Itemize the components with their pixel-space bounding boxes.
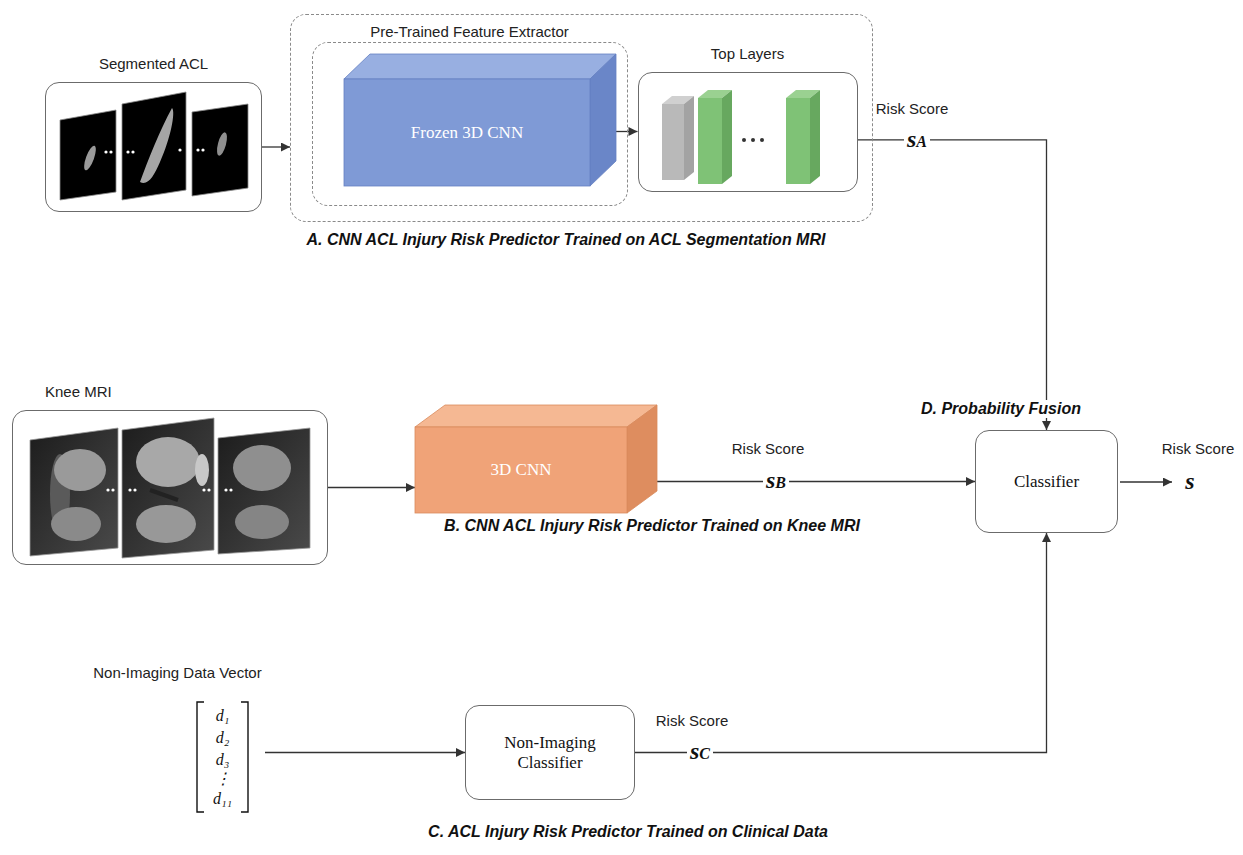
acl-slices-part xyxy=(201,148,204,151)
cube-shape xyxy=(415,405,657,513)
connector-arrow xyxy=(328,487,415,488)
cube-face xyxy=(344,54,616,79)
acl-slices-part xyxy=(215,131,229,156)
top-layer-blocks xyxy=(662,90,820,184)
knee-mri-slices-part xyxy=(54,449,106,491)
knee-mri-slices-part xyxy=(136,505,196,543)
score-symbol: s xyxy=(1182,466,1197,497)
top-layer-blocks-part xyxy=(722,90,732,184)
top-layer-blocks-part xyxy=(760,138,764,142)
box-label: Non-Imaging Classifier xyxy=(466,706,634,799)
top-layer-blocks-part xyxy=(810,90,820,184)
section-caption: C. ACL Injury Risk Predictor Trained on … xyxy=(428,823,828,841)
bracket-shape xyxy=(90,662,265,814)
cube-face xyxy=(415,405,657,427)
vector-heading: Non-Imaging Data Vector xyxy=(93,664,261,681)
acl-slices-part xyxy=(192,104,248,196)
panel-heading: Segmented ACL xyxy=(46,55,261,72)
cube-face xyxy=(344,79,590,186)
vector-entry: d₂ xyxy=(202,728,243,748)
acl-slices-part xyxy=(178,148,181,151)
knee-mri-slices-part xyxy=(229,488,232,491)
acl-slices-part xyxy=(60,110,116,200)
knee-mri-slices-part xyxy=(195,454,209,486)
knee-mri-slices-part xyxy=(133,488,136,491)
vector-entry: d₃ xyxy=(202,750,243,770)
knee-mri-slices-part xyxy=(235,505,289,539)
acl-slices-part xyxy=(196,148,199,151)
vector-entry: ⋮ xyxy=(202,769,243,789)
output-label: Risk Score xyxy=(1162,440,1235,457)
acl-slices-part xyxy=(131,150,134,153)
vector-entry: d₁ xyxy=(202,706,243,726)
top-layer-blocks-part xyxy=(698,98,722,184)
acl-slices xyxy=(60,92,248,200)
cnn-block: Frozen 3D CNN xyxy=(344,54,616,186)
model-group: A. CNN ACL Injury Risk Predictor Trained… xyxy=(290,14,873,222)
knee-mri-slices-part xyxy=(136,437,200,487)
knee-mri-slices-part xyxy=(111,488,114,491)
knee-mri-slices-part xyxy=(233,445,291,491)
bracket-line xyxy=(241,702,248,812)
top-layer-blocks-part xyxy=(751,138,755,142)
classifier-box: Non-Imaging Classifier xyxy=(465,705,635,800)
knee-mri-slices-part xyxy=(106,488,109,491)
group-heading: Pre-Trained Feature Extractor xyxy=(370,23,569,40)
block-label: Frozen 3D CNN xyxy=(344,79,590,186)
block-label: 3D CNN xyxy=(415,427,627,513)
panel-heading: Top Layers xyxy=(639,45,857,62)
box-label: Classifier xyxy=(976,431,1117,532)
acl-slices-part xyxy=(104,150,107,153)
knee-mri-slices-part xyxy=(51,507,101,541)
knee-mri-slices-part xyxy=(218,428,310,554)
acl-slices-part xyxy=(122,92,186,200)
output-label: Risk Score xyxy=(732,440,805,457)
section-caption: A. CNN ACL Injury Risk Predictor Trained… xyxy=(307,231,826,249)
section-caption: B. CNN ACL Injury Risk Predictor Trained… xyxy=(444,517,860,535)
cube-face xyxy=(415,427,627,513)
fusion-classifier-box: D. Probability FusionClassifier xyxy=(975,430,1118,533)
acl-slices-part xyxy=(82,144,98,171)
top-layer-blocks-part xyxy=(786,98,810,184)
score-symbol: sC xyxy=(687,736,713,767)
feature-extractor-group: Pre-Trained Feature ExtractorFrozen 3D C… xyxy=(312,42,628,206)
knee-mri-slices-part xyxy=(224,488,227,491)
knee-mri-slices-part xyxy=(207,488,210,491)
panel-heading: Knee MRI xyxy=(45,383,112,400)
cnn-block: 3D CNN xyxy=(415,405,657,513)
cube-shape xyxy=(344,54,616,186)
score-symbol: sA xyxy=(904,124,930,155)
image-panel: Knee MRI xyxy=(12,410,328,565)
top-layer-blocks-part xyxy=(662,104,684,180)
acl-slices-part xyxy=(109,150,112,153)
knee-mri-slices-part xyxy=(202,488,205,491)
knee-mri-slices-part xyxy=(30,428,118,556)
knee-mri-slices xyxy=(30,418,310,558)
cube-face xyxy=(590,54,616,186)
vector-entry: d₁₁ xyxy=(202,789,243,809)
knee-mri-slices-part xyxy=(128,488,131,491)
score-symbol: sB xyxy=(763,465,789,496)
connector-arrow xyxy=(262,146,290,147)
acl-slices-part xyxy=(140,108,173,183)
image-panel: Segmented ACL xyxy=(45,82,262,212)
knee-mri-slices-part xyxy=(122,418,214,558)
cube-face xyxy=(627,405,657,513)
section-caption: D. Probability Fusion xyxy=(918,400,1084,418)
connector-arrow xyxy=(265,752,465,753)
acl-slices-part xyxy=(126,150,129,153)
bracket-line xyxy=(197,702,204,812)
top-layer-blocks-part xyxy=(684,96,694,180)
top-layer-blocks-part xyxy=(742,138,746,142)
connector-arrow xyxy=(657,481,975,482)
top-layers-panel: Top Layers xyxy=(638,72,858,192)
knee-mri-slices-part xyxy=(150,490,178,500)
output-label: Risk Score xyxy=(656,712,729,729)
output-arrow xyxy=(1120,481,1172,482)
output-label: Risk Score xyxy=(876,100,949,117)
connector-arrow xyxy=(635,533,1047,753)
data-vector: Non-Imaging Data Vector d₁d₂d₃⋮d₁₁ xyxy=(90,662,265,814)
connector-arrow xyxy=(858,140,1047,430)
